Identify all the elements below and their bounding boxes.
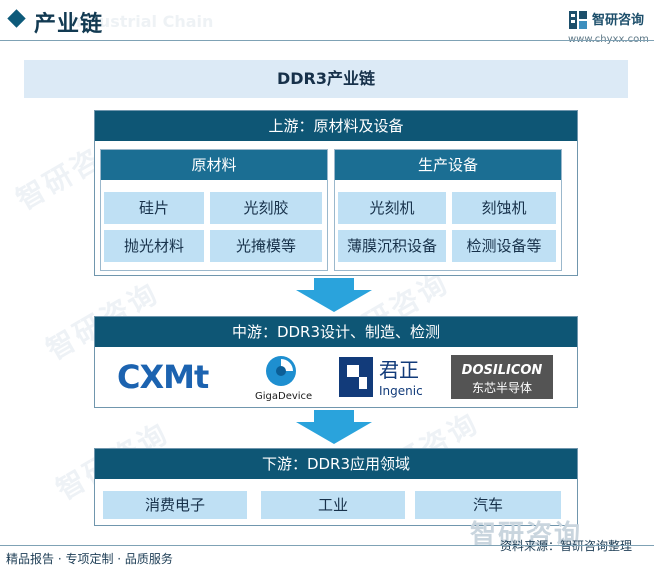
downstream-item: 汽车	[415, 491, 561, 519]
equipment-group: 生产设备 光刻机 刻蚀机 薄膜沉积设备 检测设备等	[334, 149, 562, 271]
page-header: Industrial Chain 产业链 智研咨询 www.chyxx.com	[0, 0, 654, 45]
ingenic-logo: 君正 Ingenic	[339, 357, 423, 398]
upstream-item: 光刻机	[338, 192, 446, 224]
downstream-header: 下游：DDR3应用领域	[95, 449, 577, 479]
upstream-header: 上游：原材料及设备	[95, 111, 577, 141]
downstream-item: 工业	[261, 491, 405, 519]
down-arrow-icon	[296, 410, 372, 444]
header-divider	[0, 40, 654, 41]
diagram-title: DDR3产业链	[24, 60, 628, 98]
footer-divider	[0, 545, 654, 546]
page-title: 产业链	[34, 12, 104, 37]
dosilicon-logo-en-text: DOSILICON	[462, 363, 543, 378]
upstream-item: 抛光材料	[104, 230, 204, 262]
upstream-item: 光刻胶	[210, 192, 322, 224]
downstream-stage: 下游：DDR3应用领域 消费电子 工业 汽车	[94, 448, 578, 526]
brand-name: 智研咨询	[592, 13, 645, 28]
dosilicon-logo-cn-text: 东芯半导体	[472, 381, 532, 395]
company-logos: CXMt GigaDevice 君正 Ingenic DOSILICON 东芯半…	[95, 349, 577, 407]
down-arrow-icon	[296, 278, 372, 312]
upstream-item: 薄膜沉积设备	[338, 230, 446, 262]
group-title: 生产设备	[335, 150, 561, 180]
upstream-item: 刻蚀机	[452, 192, 556, 224]
brand-logo-icon	[569, 11, 587, 29]
diamond-icon	[7, 9, 26, 28]
dosilicon-logo: DOSILICON 东芯半导体	[451, 355, 553, 399]
gigadevice-logo: GigaDevice	[255, 356, 312, 402]
footer-slogan: 精品报告 · 专项定制 · 品质服务	[6, 552, 173, 566]
midstream-stage: 中游：DDR3设计、制造、检测 CXMt GigaDevice 君正 Ingen…	[94, 316, 578, 408]
source-note: 资料来源：智研咨询整理	[500, 539, 633, 553]
midstream-header: 中游：DDR3设计、制造、检测	[95, 317, 577, 347]
group-title: 原材料	[101, 150, 327, 180]
ingenic-logo-cn-text: 君正	[379, 358, 419, 382]
cxmt-logo: CXMt	[117, 358, 210, 396]
cxmt-logo-text: CXMt	[117, 358, 209, 396]
raw-materials-group: 原材料 硅片 光刻胶 抛光材料 光掩模等	[100, 149, 328, 271]
brand-url: www.chyxx.com	[568, 34, 649, 45]
ingenic-logo-en-text: Ingenic	[379, 384, 423, 398]
upstream-item: 检测设备等	[452, 230, 556, 262]
header-ghost-text: Industrial Chain	[70, 12, 214, 31]
downstream-item: 消费电子	[103, 491, 247, 519]
upstream-stage: 上游：原材料及设备 原材料 硅片 光刻胶 抛光材料 光掩模等 生产设备 光刻机 …	[94, 110, 578, 276]
upstream-item: 硅片	[104, 192, 204, 224]
upstream-item: 光掩模等	[210, 230, 322, 262]
gigadevice-logo-text: GigaDevice	[255, 391, 312, 402]
